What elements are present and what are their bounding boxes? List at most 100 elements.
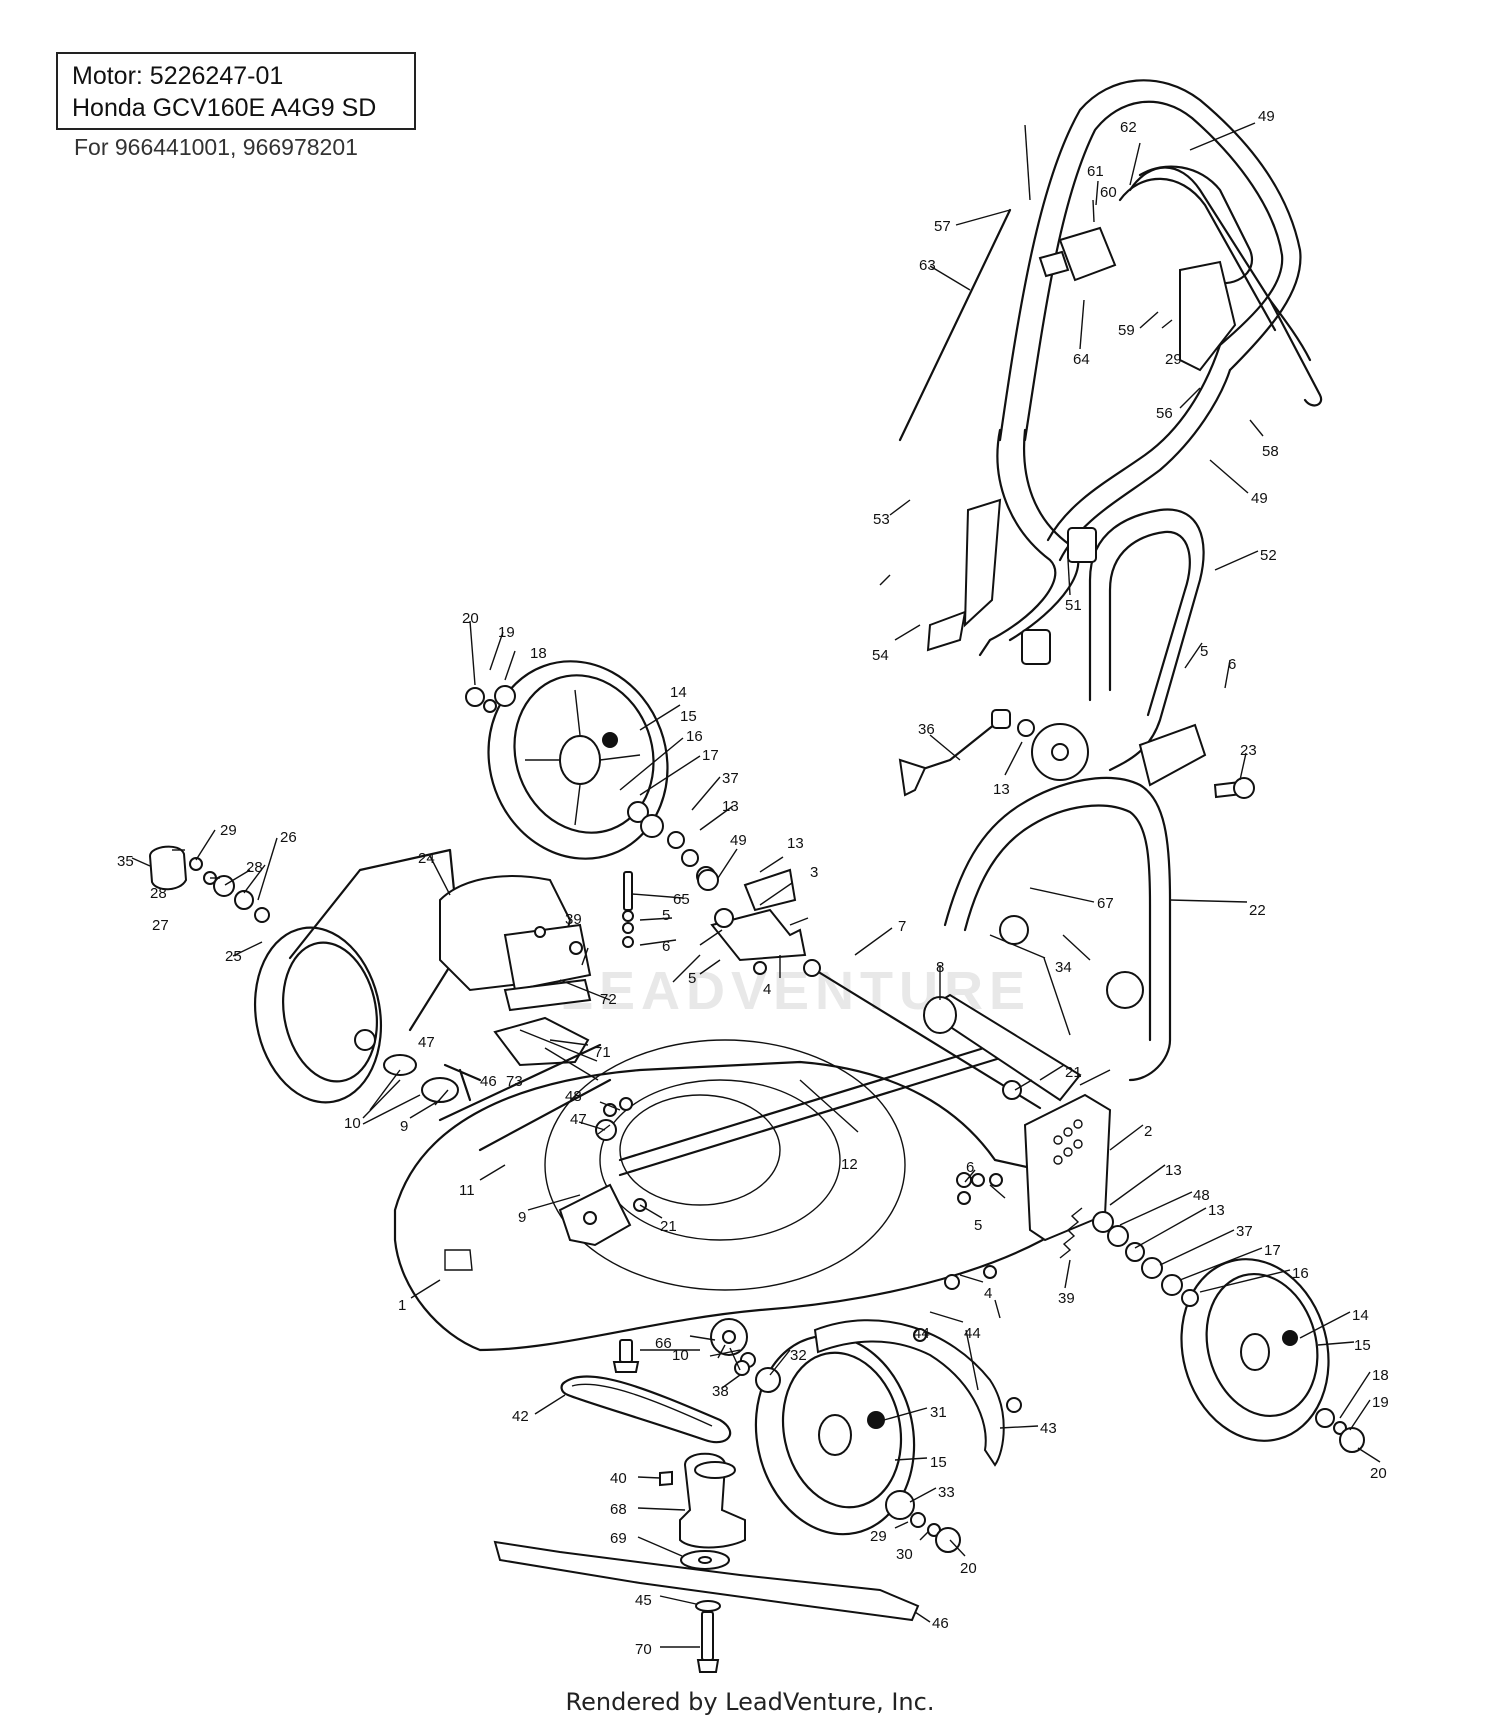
motor-info-box: Motor: 5226247-01 Honda GCV160E A4G9 SD — [56, 52, 416, 130]
callout-5-handle: 5 — [1200, 643, 1208, 660]
callout-numbers: 49 62 61 60 57 63 59 29 64 56 58 49 52 5… — [117, 108, 1389, 1658]
transmission-block — [503, 923, 592, 1012]
callout-6-mid: 6 — [662, 938, 670, 955]
callout-29-handle: 29 — [1165, 351, 1182, 368]
height-adjuster-22 — [943, 723, 1255, 1082]
footer-credit: Rendered by LeadVenture, Inc. — [565, 1688, 935, 1716]
callout-13-right-b: 13 — [1208, 1202, 1225, 1219]
callout-68: 68 — [610, 1501, 627, 1518]
callout-55: 53 — [873, 511, 890, 528]
callout-14-top: 14 — [670, 684, 687, 701]
callout-49-right: 48 — [1193, 1187, 1210, 1204]
callout-57: 56 — [1156, 405, 1173, 422]
callout-17-top: 17 — [702, 747, 719, 764]
callout-15-top: 15 — [680, 708, 697, 725]
callout-69: 69 — [610, 1530, 627, 1547]
callout-37-right: 37 — [1236, 1223, 1253, 1240]
callout-56: 54 — [872, 647, 889, 664]
callout-4-mid: 4 — [763, 981, 771, 998]
callout-29-front: 29 — [870, 1528, 887, 1545]
callout-6-handle: 6 — [1228, 656, 1236, 673]
callout-29-left: 28 — [150, 885, 167, 902]
wheel-right — [1180, 1258, 1330, 1442]
callout-18-right: 18 — [1372, 1367, 1389, 1384]
mower-deck-1 — [393, 1039, 1102, 1352]
throttle-control-64 — [1038, 226, 1117, 282]
callout-44-b: 44 — [913, 1325, 930, 1342]
callout-5-deck: 5 — [974, 1217, 982, 1234]
callout-30-front: 30 — [896, 1546, 913, 1563]
callout-10-left: 10 — [344, 1115, 361, 1132]
callout-17-right: 17 — [1264, 1242, 1281, 1259]
callout-48-deck: 48 — [565, 1088, 582, 1105]
callout-27: 27 — [152, 917, 169, 934]
front-axle-12 — [618, 1038, 1012, 1177]
pulley-parts — [383, 1054, 482, 1103]
belt-guard-72 — [493, 1016, 590, 1067]
callout-12: 12 — [841, 1156, 858, 1173]
spring-41 — [1059, 1207, 1083, 1259]
callout-72: 72 — [600, 991, 617, 1008]
motor-engine-model: Honda GCV160E A4G9 SD — [72, 94, 377, 122]
callout-23: 23 — [1240, 742, 1257, 759]
callout-28: 28 — [246, 859, 263, 876]
callout-24: 24 — [418, 850, 435, 867]
callout-62: 62 — [1120, 119, 1137, 136]
drive-belt-42 — [560, 1375, 732, 1444]
washer-69 — [680, 1550, 730, 1570]
callout-47-deck: 47 — [570, 1111, 587, 1128]
callout-13-mid-b: 13 — [787, 835, 804, 852]
callout-64: 64 — [1073, 351, 1090, 368]
spacer-38 — [734, 1360, 750, 1376]
callout-37-mid: 37 — [722, 770, 739, 787]
cutting-blade-46 — [493, 1540, 920, 1622]
callout-9-upper: 9 — [400, 1118, 408, 1135]
callout-58-right: 58 — [1262, 443, 1279, 460]
blade-adapter-68 — [679, 1452, 746, 1549]
callout-13-right-a: 13 — [1165, 1162, 1182, 1179]
axle-bracket-left-9 — [558, 1183, 632, 1247]
callout-42: 42 — [512, 1408, 529, 1425]
callout-1: 1 — [398, 1297, 406, 1314]
callout-31: 31 — [930, 1404, 947, 1421]
callout-20-top: 20 — [462, 610, 479, 627]
handle-knob-36 — [898, 709, 1035, 797]
callout-20-right: 20 — [1370, 1465, 1387, 1482]
callout-65: 65 — [673, 891, 690, 908]
callout-8: 8 — [936, 959, 944, 976]
callout-21-right: 21 — [1065, 1064, 1082, 1081]
callout-33: 33 — [938, 1484, 955, 1501]
callout-70: 70 — [635, 1641, 652, 1658]
callout-44-a: 44 — [964, 1325, 981, 1342]
fastener-stack — [622, 869, 734, 948]
callout-39: 39 — [565, 911, 582, 928]
bracket-3 — [710, 868, 807, 962]
callout-36: 36 — [918, 721, 935, 738]
callout-52: 49 — [1258, 108, 1275, 125]
callout-14-right: 14 — [1352, 1307, 1369, 1324]
callout-54: 52 — [1260, 547, 1277, 564]
callout-41: 39 — [1058, 1290, 1075, 1307]
callout-61: 61 — [1087, 163, 1104, 180]
callout-20-front: 20 — [960, 1560, 977, 1577]
callout-22: 22 — [1249, 902, 1266, 919]
callout-5-mid-b: 5 — [688, 970, 696, 987]
callout-11: 11 — [459, 1182, 475, 1199]
callout-15-right: 15 — [1354, 1337, 1371, 1354]
wheel-top-left — [487, 660, 669, 860]
callout-18-top: 18 — [530, 645, 547, 662]
callout-60: 60 — [1100, 184, 1117, 201]
callout-58-top: 57 — [934, 218, 951, 235]
callout-2: 2 — [1144, 1123, 1152, 1140]
blade-bolt-70 — [695, 1600, 721, 1673]
callout-7: 7 — [898, 918, 906, 935]
wheel-right-hardware — [1092, 1211, 1365, 1453]
callout-13-handle: 13 — [993, 781, 1010, 798]
handle-pivot-disc — [1031, 723, 1089, 781]
bail-lever-62 — [1138, 165, 1253, 372]
callout-leaders — [131, 122, 1381, 1648]
callout-19-top: 19 — [498, 624, 515, 641]
callout-49-mid: 49 — [730, 832, 747, 849]
rear-axle-11 — [438, 1043, 612, 1152]
